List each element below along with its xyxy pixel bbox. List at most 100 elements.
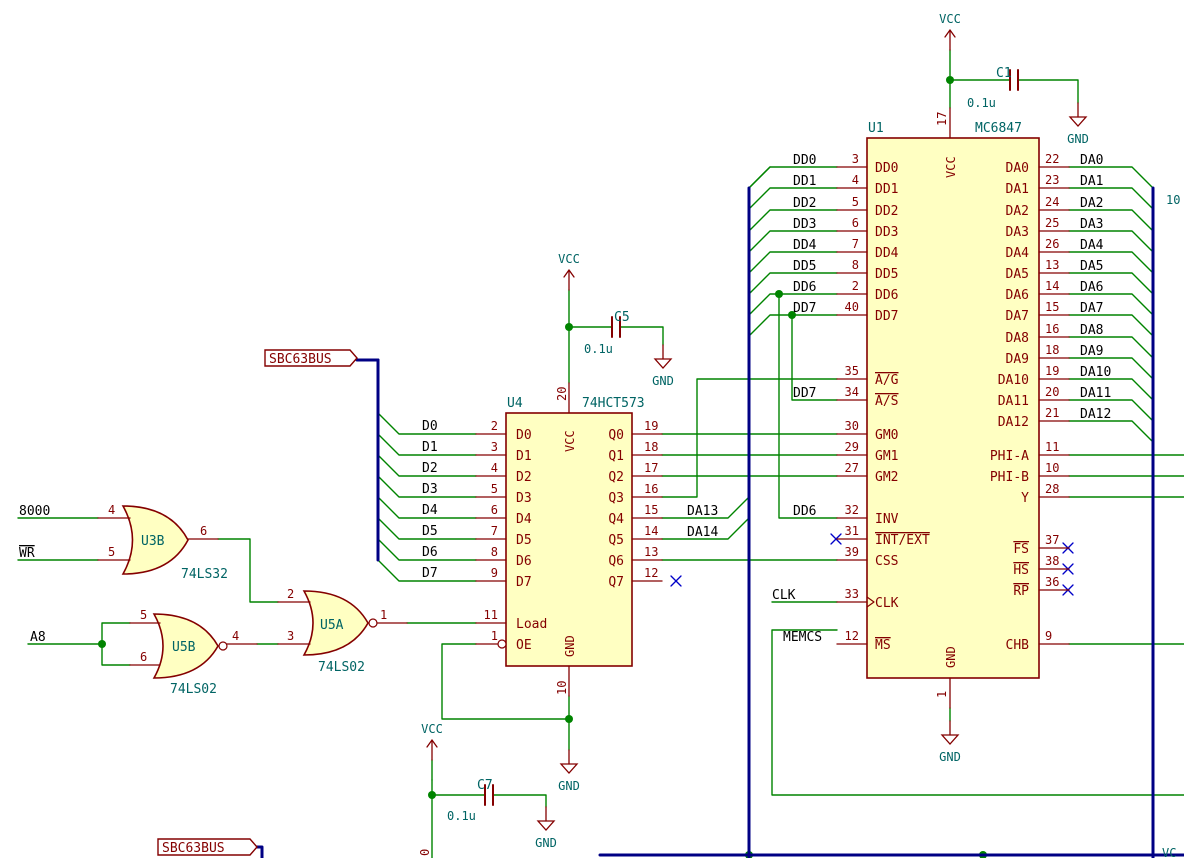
- u4-gnd-name: GND: [563, 635, 577, 657]
- u3b-pin-number: 4: [108, 503, 115, 517]
- u4-pin-name: Q5: [608, 533, 624, 548]
- u1-pin-name: DD7: [875, 309, 898, 324]
- u4-pin-name: D5: [516, 533, 532, 548]
- u1-pin-name: DA5: [1006, 267, 1029, 282]
- u1-pin-name: DD2: [875, 204, 898, 219]
- u1-pin-name: DA6: [1006, 288, 1029, 303]
- c7-value: 0.1u: [447, 809, 476, 823]
- u4-pin-name: D1: [516, 449, 532, 464]
- q5-wire: [661, 517, 750, 540]
- u1-pin-name: DA1: [1006, 182, 1029, 197]
- u4-vcc-name: VCC: [563, 430, 577, 452]
- u1-pin-name: DA8: [1006, 331, 1029, 346]
- loop-wire: [771, 629, 1184, 796]
- da-entry: [1068, 166, 1154, 189]
- u4-pin-name: OE: [516, 638, 532, 653]
- net-label-dd: DD2: [793, 196, 816, 211]
- da-entry: [1068, 336, 1154, 359]
- u4-pin-name: Q1: [608, 449, 624, 464]
- u5a-nor-gate-icon: [302, 590, 369, 656]
- hier-label-box: [264, 349, 358, 367]
- net-label-memcs: MEMCS: [783, 630, 822, 645]
- net-label-da14: DA14: [687, 525, 718, 540]
- u5a-pin-number: 1: [380, 608, 387, 622]
- u4-pin-number: 2: [491, 419, 498, 433]
- u1-pin-number: 32: [845, 503, 859, 517]
- c1-value: 0.1u: [967, 96, 996, 110]
- no-connect-mark: [830, 533, 842, 545]
- u1-pin-name: DD3: [875, 225, 898, 240]
- u1-pin-number: 34: [845, 385, 859, 399]
- u1-pin-number: 33: [845, 587, 859, 601]
- u1-pin-name: GM2: [875, 470, 898, 485]
- u5a-pin-number: 3: [287, 629, 294, 643]
- u1-pin-name: GM0: [875, 428, 898, 443]
- net-label-da: DA1: [1080, 174, 1103, 189]
- da-entry: [1068, 209, 1154, 232]
- hier-label-text: SBC63BUS: [269, 352, 332, 367]
- gnd-symbol-icon: [653, 358, 673, 369]
- u1-pin-number: 15: [1045, 300, 1059, 314]
- net-label-a8: A8: [30, 630, 46, 645]
- da-entry: [1068, 230, 1154, 253]
- hier-label-box: [157, 838, 258, 856]
- u4-pin-number: 3: [491, 440, 498, 454]
- d-entry: [377, 475, 477, 498]
- u1-pin-number: 36: [1045, 575, 1059, 589]
- u4-ref: U4: [507, 396, 523, 411]
- u4-body: [505, 412, 633, 667]
- u4-pin-name: D7: [516, 575, 532, 590]
- u3b-or-gate-icon: [121, 505, 189, 575]
- u1-pin-number: 20: [1045, 385, 1059, 399]
- dd-entry: [748, 272, 838, 295]
- u1-pin-number: 19: [1045, 364, 1059, 378]
- da-entry: [1068, 357, 1154, 380]
- c1-ref: C1: [996, 66, 1012, 81]
- net-label-wr: WR: [19, 546, 35, 561]
- u4-pin-name: Load: [516, 617, 547, 632]
- u4-pin-number: 17: [644, 461, 658, 475]
- net-label-da: DA8: [1080, 323, 1103, 338]
- u1-pin-name: INV: [875, 512, 899, 527]
- u3b-to-u5a-wire: [217, 538, 279, 603]
- vcc-arrow-icon: [426, 739, 438, 748]
- u1-pin-number: 27: [845, 461, 859, 475]
- dd-entry: [748, 251, 838, 274]
- gnd-label: GND: [535, 836, 557, 850]
- da-entry: [1068, 314, 1154, 337]
- u1-pin-number: 5: [852, 195, 859, 209]
- gnd-label: GND: [652, 374, 674, 388]
- net-label-dd: DD6: [793, 280, 816, 295]
- net-label-da: DA0: [1080, 153, 1103, 168]
- net-label-da: DA10: [1080, 365, 1111, 380]
- oe-wire: [441, 643, 570, 720]
- net-label-d: D0: [422, 419, 438, 434]
- u1-ref: U1: [868, 121, 884, 136]
- u1-pin-name: DA11: [998, 394, 1029, 409]
- net-label-d: D4: [422, 503, 438, 518]
- u4-pin-name: D3: [516, 491, 532, 506]
- u1-pin-number: 4: [852, 173, 859, 187]
- u1-pin-name: HS: [1013, 563, 1029, 578]
- u1-pin-number: 11: [1045, 440, 1059, 454]
- u1-pin-name: CSS: [875, 554, 898, 569]
- u5b-value: 74LS02: [170, 682, 217, 697]
- gnd-label: GND: [939, 750, 961, 764]
- u4-pin-name: Q7: [608, 575, 624, 590]
- u4-pin-number: 4: [491, 461, 498, 475]
- da-entry: [1068, 420, 1154, 443]
- u4-pin-number: 16: [644, 482, 658, 496]
- u1-pin-name: DD6: [875, 288, 898, 303]
- gnd-symbol-icon: [940, 734, 960, 745]
- u1-pin-number: 37: [1045, 533, 1059, 547]
- u1-pin-name: CHB: [1006, 638, 1030, 653]
- u1-pin-number: 21: [1045, 406, 1059, 420]
- gnd-symbol-icon: [1068, 116, 1088, 127]
- u4-pin-name: D0: [516, 428, 532, 443]
- net-label-d: D6: [422, 545, 438, 560]
- net-label-dd: DD3: [793, 217, 816, 232]
- net-label-dd: DD5: [793, 259, 816, 274]
- net-label-da: DA9: [1080, 344, 1103, 359]
- vcc-arrow-icon: [944, 29, 956, 38]
- u1-pin-name: PHI-B: [990, 470, 1029, 485]
